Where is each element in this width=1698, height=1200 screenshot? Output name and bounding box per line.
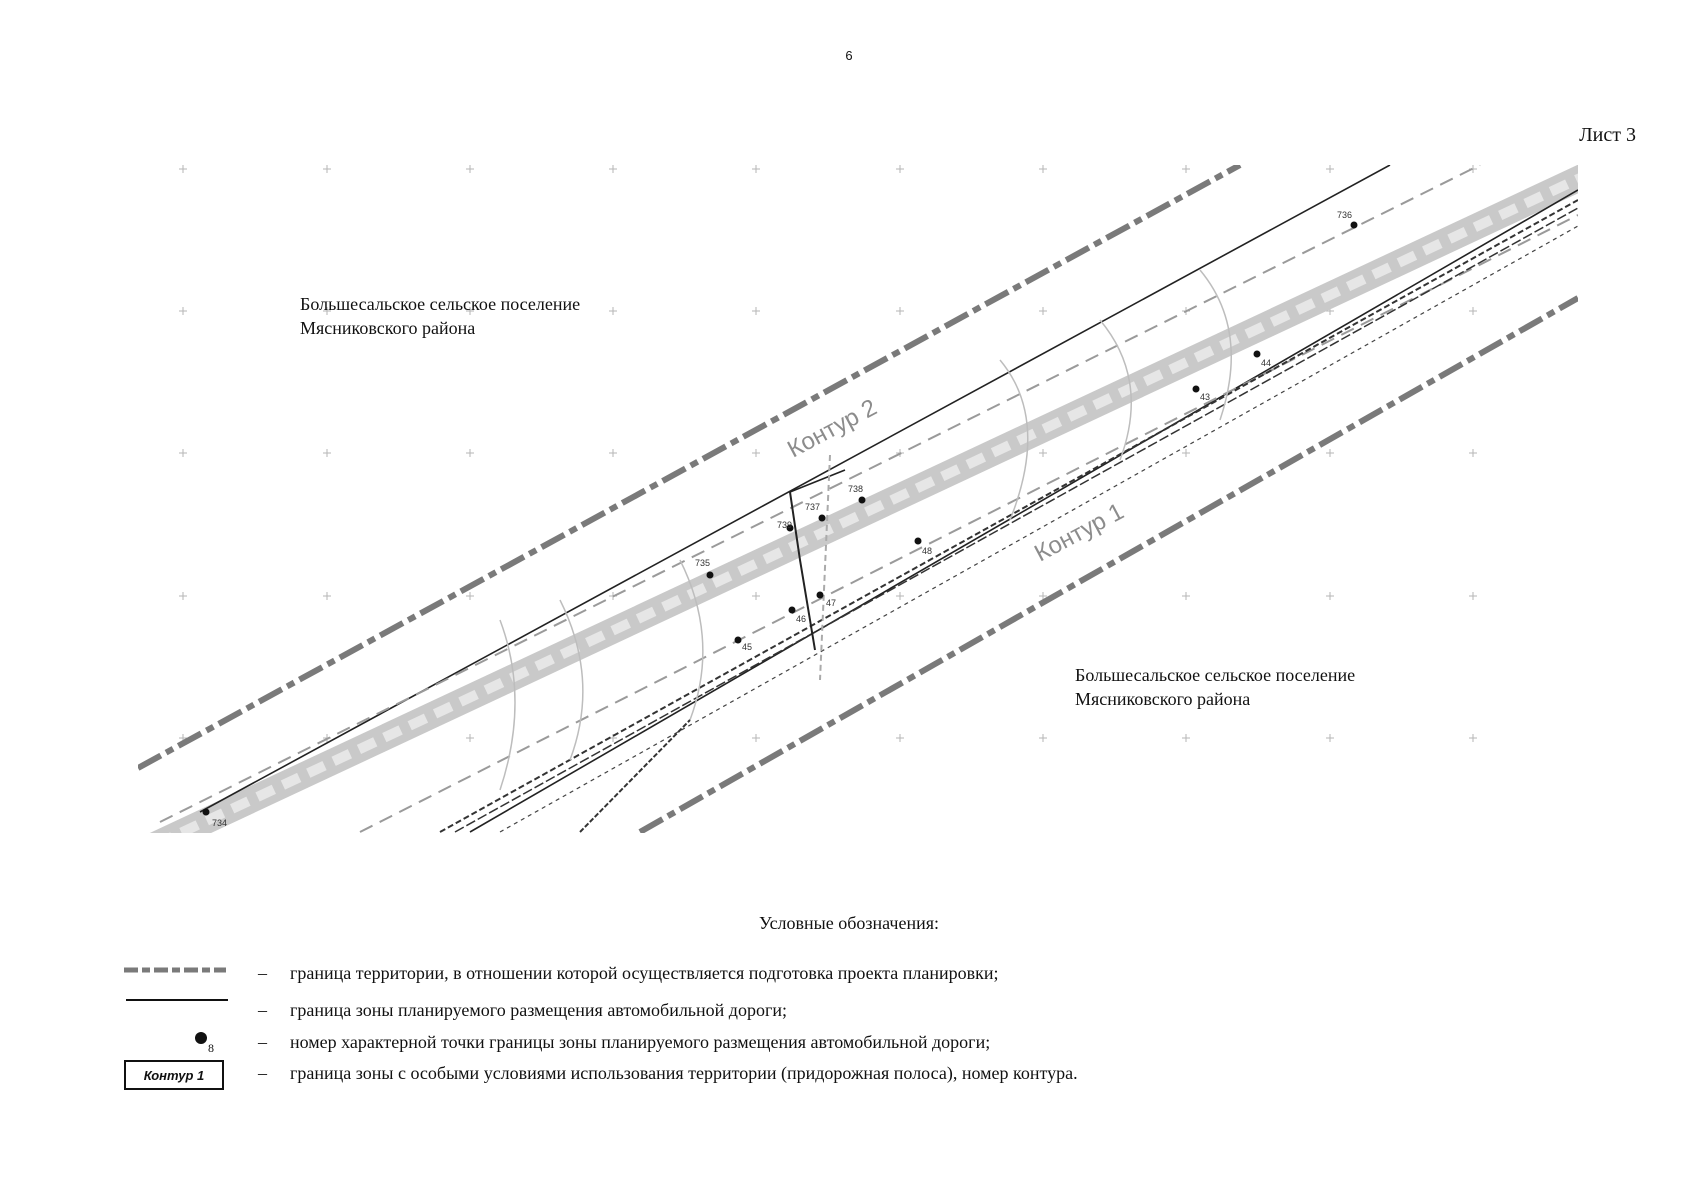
legend-item-characteristic-point: 8 – номер характерной точки границы зоны… (0, 1029, 1698, 1059)
legend-dash: – (258, 1032, 267, 1052)
area-label-bottom-line1: Большесальское сельское поселение (1075, 665, 1356, 685)
legend-item-territory-boundary: – граница территории, в отношении которо… (0, 960, 1698, 990)
legend-text: номер характерной точки границы зоны пла… (290, 1032, 991, 1052)
point-label: 46 (796, 614, 806, 624)
point-label: 45 (742, 642, 752, 652)
legend-dash: – (258, 1000, 267, 1020)
characteristic-points (202, 221, 1358, 816)
point-label: 739 (777, 520, 792, 530)
point-44 (1253, 350, 1261, 358)
area-label-top: Большесальское сельское поселение Мясник… (300, 292, 580, 340)
territory-boundary-top (138, 165, 1242, 771)
point-736 (1350, 221, 1358, 229)
grid-crosses (179, 165, 1477, 742)
legend-text: граница территории, в отношении которой … (290, 963, 999, 983)
area-label-top-line2: Мясниковского района (300, 318, 476, 338)
point-label: 737 (805, 502, 820, 512)
road-zone-boundary-bottom (469, 189, 1578, 833)
legend-dash: – (258, 1063, 267, 1083)
legend-text: граница зоны с особыми условиями использ… (290, 1063, 1078, 1083)
point-735 (706, 571, 714, 579)
area-label-bottom: Большесальское сельское поселение Мясник… (1075, 663, 1355, 711)
point-label: 44 (1261, 358, 1271, 368)
point-label: 738 (848, 484, 863, 494)
area-label-top-line1: Большесальское сельское поселение (300, 294, 581, 314)
point-46 (788, 606, 796, 614)
contour-1-label: Контур 1 (1030, 498, 1128, 567)
point-symbol: 8 (120, 1029, 232, 1059)
road-corridor-pattern (168, 173, 1578, 833)
territory-boundary-bottom (638, 295, 1578, 833)
point-symbol-number: 8 (208, 1041, 214, 1055)
point-47 (816, 591, 824, 599)
point-45 (734, 636, 742, 644)
legend-dash: – (258, 963, 267, 983)
point-label: 43 (1200, 392, 1210, 402)
legend-text: граница зоны планируемого размещения авт… (290, 1000, 787, 1020)
solid-line-symbol (126, 999, 228, 1001)
point-label: 48 (922, 546, 932, 556)
point-739 (786, 524, 794, 532)
road-zone-boundary-top (199, 165, 1391, 813)
point-48 (914, 537, 922, 545)
point-label: 734 (212, 818, 227, 828)
dashed-boundary-symbol (124, 967, 226, 973)
point-737 (818, 514, 826, 522)
area-label-bottom-line2: Мясниковского района (1075, 689, 1251, 709)
point-734 (202, 808, 210, 816)
legend-title: Условные обозначения: (758, 913, 940, 933)
page-number: 6 (845, 48, 853, 63)
sheet-label: Лист 3 (1579, 124, 1636, 146)
point-738 (858, 496, 866, 504)
contour-box-symbol: Контур 1 (124, 1060, 224, 1090)
legend-item-road-zone-boundary: – граница зоны планируемого размещения а… (0, 997, 1698, 1027)
legend-item-contour: Контур 1 – граница зоны с особыми услови… (0, 1060, 1698, 1090)
point-label: 736 (1337, 210, 1352, 220)
point-label: 735 (695, 558, 710, 568)
point-43 (1192, 385, 1200, 393)
point-label: 47 (826, 598, 836, 608)
